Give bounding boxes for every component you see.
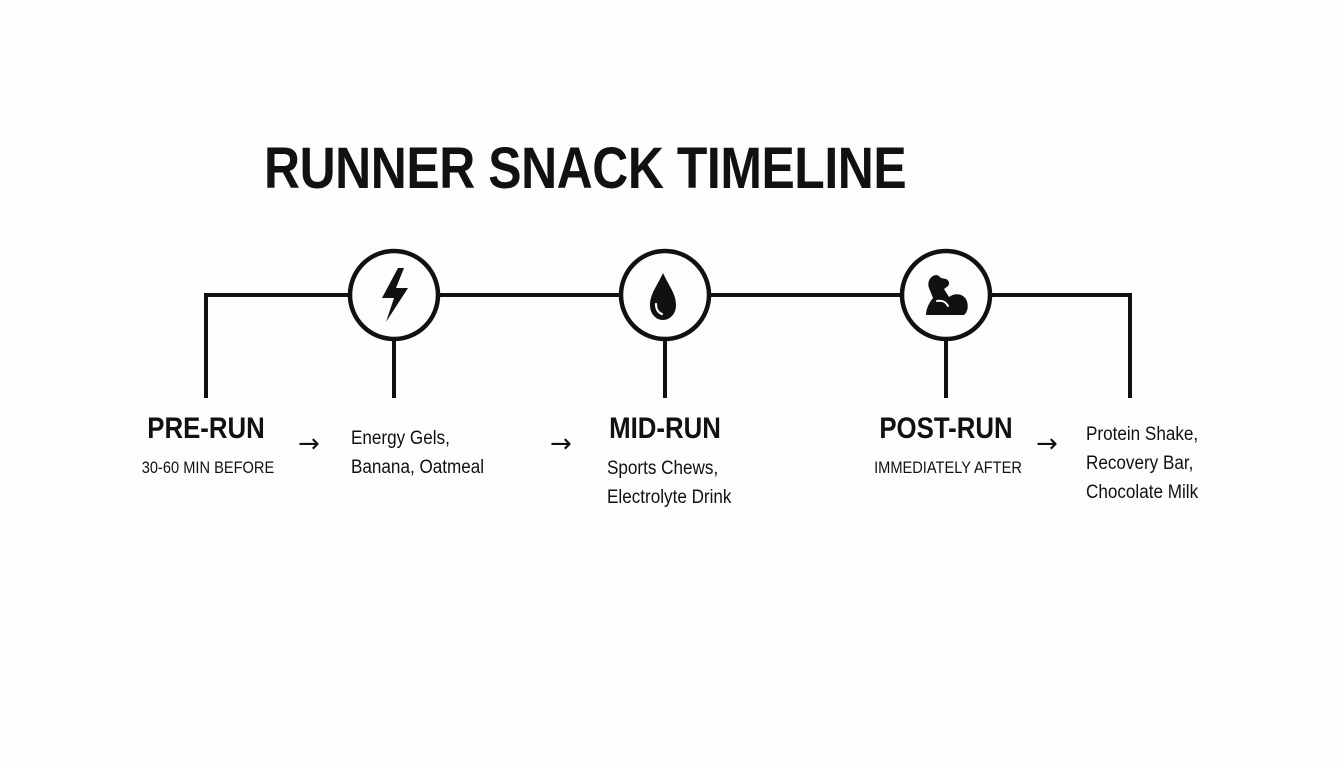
food-item: Protein Shake, xyxy=(1086,424,1199,445)
food-item: Banana, Oatmeal xyxy=(351,457,485,478)
food-list-post-run: Protein Shake, Recovery Bar, Chocolate M… xyxy=(1086,420,1198,507)
flexed-arm-icon xyxy=(926,275,968,315)
stage-label-pre-run: PRE-RUN xyxy=(147,412,265,445)
food-item: Recovery Bar, xyxy=(1086,453,1194,474)
lightning-bolt-icon xyxy=(382,268,408,322)
food-item: Chocolate Milk xyxy=(1086,482,1199,503)
food-item: Sports Chews, xyxy=(607,458,719,479)
page-title: RUNNER SNACK TIMELINE xyxy=(264,136,907,201)
stage-label-mid-run: MID-RUN xyxy=(609,412,721,445)
food-list-pre-run: Energy Gels, Banana, Oatmeal xyxy=(351,424,484,482)
water-drop-icon xyxy=(650,273,676,320)
arrow-icon: → xyxy=(1036,429,1058,459)
stage-timing-pre-run: 30-60 MIN BEFORE xyxy=(141,458,275,477)
food-item: Energy Gels, xyxy=(351,428,450,449)
arrow-icon: → xyxy=(298,429,320,459)
stage-label-post-run: POST-RUN xyxy=(879,412,1013,445)
food-list-mid-run: Sports Chews, Electrolyte Drink xyxy=(607,454,731,512)
arrow-icon: → xyxy=(550,429,572,459)
food-item: Electrolyte Drink xyxy=(607,487,732,508)
stage-timing-post-run: IMMEDIATELY AFTER xyxy=(874,458,1022,477)
